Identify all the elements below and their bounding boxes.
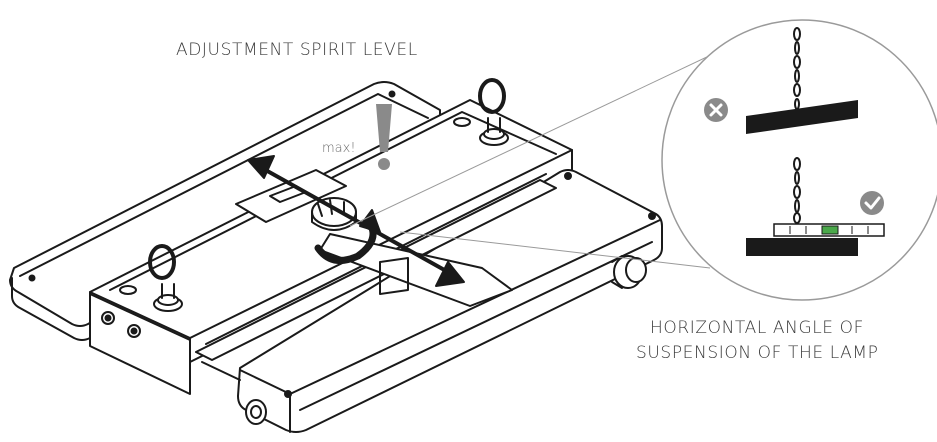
callout-lines bbox=[349, 45, 731, 269]
check-circle-icon bbox=[860, 191, 884, 215]
eye-bolt-left bbox=[119, 244, 183, 312]
driver-housing bbox=[237, 169, 663, 433]
zoom-circle bbox=[661, 19, 937, 301]
direction-arrow-head-right bbox=[435, 261, 465, 287]
chain-bottom bbox=[793, 157, 801, 224]
base-plate bbox=[9, 81, 441, 341]
exclamation-icon bbox=[376, 104, 392, 170]
side-connector bbox=[245, 399, 267, 425]
max-label: max! bbox=[322, 141, 356, 156]
direction-arrow-head-left bbox=[247, 155, 275, 179]
adjustment-knob bbox=[311, 197, 357, 231]
cable-gland bbox=[611, 255, 647, 289]
direction-arrow bbox=[260, 166, 450, 274]
rotation-arrow bbox=[314, 220, 377, 264]
caption-line-2: SUSPENSION OF THE LAMP bbox=[636, 343, 879, 363]
front-end-cap bbox=[89, 293, 191, 395]
eye-bolt-right bbox=[453, 78, 509, 146]
caption-line-1: HORIZONTAL ANGLE OF bbox=[650, 318, 864, 338]
tilted-bar bbox=[746, 100, 858, 134]
cross-circle-icon bbox=[704, 98, 728, 122]
spirit-level-tool bbox=[773, 223, 885, 237]
chain-top bbox=[793, 27, 801, 110]
level-bar bbox=[746, 238, 858, 256]
title-label: ADJUSTMENT SPIRIT LEVEL bbox=[176, 40, 418, 60]
